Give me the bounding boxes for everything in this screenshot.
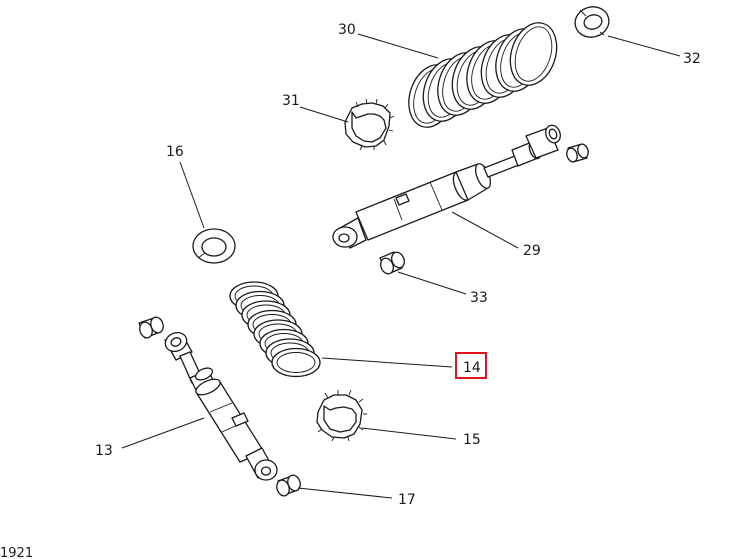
- spring-coil-inner: [276, 352, 316, 373]
- spring-retainer-15[interactable]: [316, 389, 367, 442]
- callout-17[interactable]: 17: [398, 492, 416, 508]
- spring-coil-inner: [514, 26, 553, 82]
- shock-absorber-29[interactable]: [332, 123, 563, 249]
- callout-13[interactable]: 13: [95, 443, 113, 459]
- coil-spring-30[interactable]: [401, 17, 564, 133]
- callout-33[interactable]: 33: [470, 290, 488, 306]
- callout-16[interactable]: 16: [166, 144, 184, 160]
- callout-32[interactable]: 32: [683, 51, 701, 67]
- bushing-17[interactable]: [275, 474, 302, 498]
- callout-14[interactable]: 14: [463, 360, 481, 376]
- spring-coil: [271, 347, 321, 378]
- callout-15[interactable]: 15: [463, 432, 481, 448]
- coil-spring-14[interactable]: [229, 281, 321, 378]
- spring-retainer-31[interactable]: [344, 98, 395, 151]
- callout-30[interactable]: 30: [338, 22, 356, 38]
- snap-ring-16[interactable]: [192, 228, 236, 264]
- shock-absorber-13[interactable]: [138, 316, 278, 481]
- callout-31[interactable]: 31: [282, 93, 300, 109]
- bushing-33[interactable]: [378, 250, 406, 275]
- leader-lines: [121, 33, 681, 499]
- callout-labels: 30 32 31 16 29 33 14 13 15 17: [95, 22, 701, 508]
- callout-14-highlight-box: [455, 352, 487, 379]
- bushing-upper-right[interactable]: [565, 143, 590, 163]
- figure-code: 1921: [0, 546, 33, 559]
- snap-ring-32[interactable]: [572, 3, 613, 41]
- callout-29[interactable]: 29: [523, 243, 541, 259]
